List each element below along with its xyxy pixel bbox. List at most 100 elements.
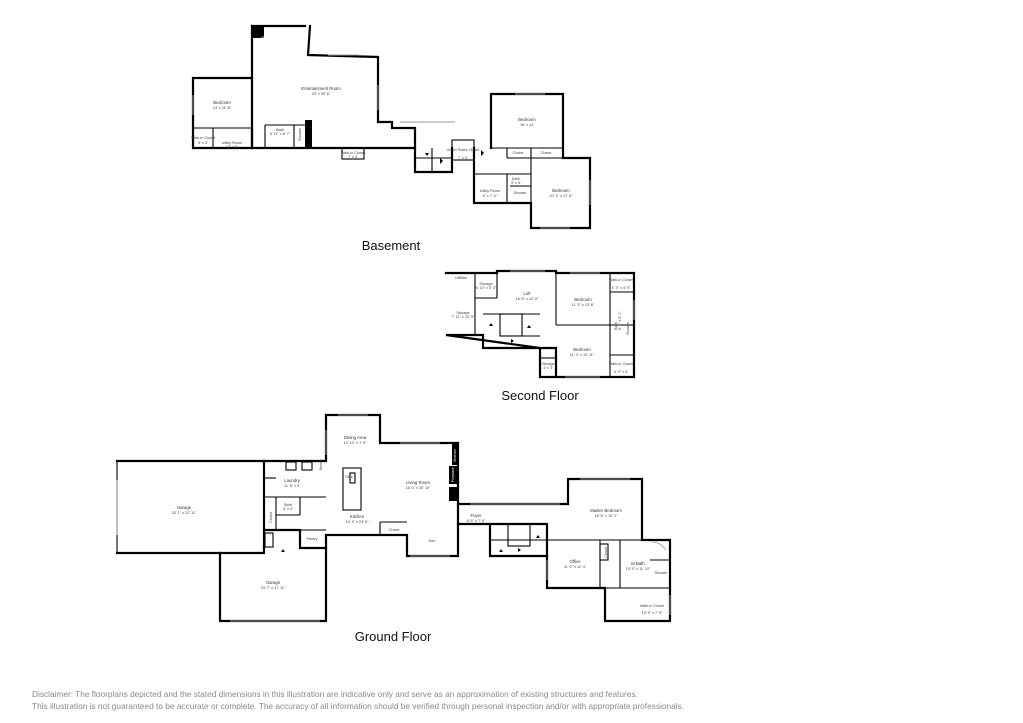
- ground-floor-plan: Dining Area 12' 10" x 7' 9" Garage 33' 1…: [115, 413, 672, 644]
- room-name: Bedroom: [574, 297, 592, 302]
- floor-title-ground: Ground Floor: [355, 629, 432, 644]
- stairs-arrow-icon: [518, 548, 521, 552]
- room-name: Shower: [514, 191, 528, 195]
- room-name: Kitchen: [350, 514, 365, 519]
- room-name: Bench: [319, 459, 323, 470]
- room-name: Bath: [614, 322, 618, 330]
- room-name: Living Room: [406, 480, 430, 485]
- room-dims: 11' 2" x 13' 11": [570, 353, 595, 357]
- room-dims: 6' x 7' 4": [483, 194, 498, 198]
- stairs-arrow-icon: [527, 325, 531, 328]
- room-dims: 16' 8" x 15' 1": [595, 514, 619, 518]
- disclaimer-line-1: Disclaimer: The floorplans depicted and …: [32, 689, 638, 699]
- room-name: Walk-in Closet: [341, 151, 366, 155]
- room-dims: 16' 6" x 12' 6": [516, 297, 540, 301]
- room-name: Closet: [389, 528, 401, 532]
- room-name: Closet: [513, 151, 525, 155]
- room-dims: 7' 11" x 15' 9": [452, 315, 475, 319]
- room-dims: 13' 4" x 23' 5": [346, 520, 370, 524]
- room-dims: 8' 11" x 8' 7": [270, 132, 291, 136]
- room-name: Sink: [345, 475, 352, 479]
- disclaimer-line-2: This illustration is not guaranteed to b…: [32, 701, 684, 711]
- room-dims: 7' x 3': [458, 156, 468, 160]
- floor-title-basement: Basement: [362, 238, 421, 253]
- room-name: Shelves: [453, 449, 457, 462]
- room-dims: 5' x 5': [511, 181, 521, 185]
- stairs-arrow-icon: [425, 148, 429, 156]
- room-dims: 8' 6" x 7' 6": [467, 519, 486, 523]
- room-dims: 11' 0" x 11' 4": [564, 565, 587, 569]
- room-name: Bath: [512, 177, 520, 181]
- room-dims: 13' x 6': [226, 145, 238, 149]
- room-name: Office: [569, 559, 581, 564]
- stairs-arrow-icon: [489, 323, 493, 326]
- room-name: Utility Room: [480, 189, 500, 193]
- room-dims: 18' x 13': [520, 123, 534, 127]
- room-dims: 33' 1" x 22' 11": [172, 511, 197, 515]
- room-name: Bedroom: [573, 347, 591, 352]
- room-name: Shower: [655, 571, 669, 575]
- stairs-arrow-icon: [481, 150, 484, 156]
- room-name: Utilities: [455, 276, 467, 280]
- room-name: Master Bedroom: [590, 508, 622, 513]
- room-name: Bath: [276, 128, 284, 132]
- room-dims: 20' 4" x 17' 8": [550, 194, 574, 198]
- room-name: Walk-in Closet: [640, 604, 665, 608]
- room-dims: 11' 6" x 9': [284, 484, 300, 488]
- room-dims: 16' 6" x 20' 10": [405, 486, 431, 490]
- room-dims: 5' 1" x 8' 1": [618, 311, 622, 330]
- room-name: Fireplace: [451, 467, 455, 482]
- room-name: Walk-in Closet: [191, 136, 216, 140]
- stairs-arrow-icon: [281, 549, 285, 552]
- room-dims: 5' 0" x 6': [614, 370, 628, 374]
- room-name: M.Bath: [631, 561, 645, 566]
- room-dims: 11' 3" x 13' 6": [572, 303, 595, 307]
- room-dims: 10' 5" x 7' 5": [642, 611, 663, 615]
- room-name: Walk-in Closet: [609, 278, 634, 282]
- room-name: Loft: [523, 291, 531, 296]
- room-name: Shower: [298, 127, 302, 141]
- fireplace-block: [252, 26, 264, 38]
- room-name: Entertainment Room: [301, 86, 341, 91]
- stairs-arrow-icon: [440, 158, 443, 164]
- room-dims: 4' x 3': [198, 141, 208, 145]
- room-dims: 13' x 11' 8": [213, 106, 232, 110]
- room-name: Pantry: [307, 537, 318, 541]
- room-dims: 5' 3" x 4' 9": [612, 286, 631, 290]
- room-dims: 12' 10" x 7' 9": [344, 441, 368, 445]
- room-name: Storage: [479, 282, 492, 286]
- room-name: Foyer: [471, 513, 483, 518]
- room-name: Bedroom: [518, 117, 536, 122]
- second-floor-plan: Utilities Storage 6' 10" x 3' 3" Loft 16…: [444, 269, 636, 403]
- room-name: Walk-in Closet: [609, 362, 634, 366]
- stairs-arrow-icon: [499, 549, 503, 552]
- room-dims: 29' x 30' 6": [312, 92, 331, 96]
- room-name: Garage: [177, 505, 192, 510]
- room-name: Garage: [266, 580, 281, 585]
- room-name: Utility Room: [222, 141, 242, 145]
- room-name: Laundry: [284, 478, 300, 483]
- stairs-arrow-icon: [511, 339, 514, 343]
- room-name: Under Stairs Closet: [447, 148, 481, 152]
- room-name: Closet: [541, 151, 553, 155]
- room-name: Storage: [456, 311, 469, 315]
- stairs-arrow-icon: [536, 535, 540, 538]
- floor-title-second: Second Floor: [501, 388, 579, 403]
- room-dims: 7' x 4': [348, 155, 358, 159]
- room-name: Shower: [626, 321, 630, 335]
- room-dims: 6' x 4': [283, 507, 293, 511]
- room-dims: 6' 10" x 3' 3": [476, 286, 497, 290]
- room-name: Storage: [541, 362, 554, 366]
- room-dims: 4' x 3': [543, 366, 553, 370]
- room-name: Closet: [604, 546, 608, 558]
- room-dims: 23' 7" x 17' 11": [261, 586, 286, 590]
- room-name: Bath: [284, 503, 292, 507]
- room-name: Dining Area: [344, 435, 367, 440]
- room-name: Bedroom: [552, 188, 570, 193]
- room-name: Bedroom: [213, 100, 231, 105]
- room-dims: 15' 5" x 11' 10": [626, 567, 651, 571]
- basement-plan: Fireplace: [191, 24, 592, 253]
- room-name: Closet: [269, 511, 273, 523]
- room-name: Den: [429, 539, 436, 543]
